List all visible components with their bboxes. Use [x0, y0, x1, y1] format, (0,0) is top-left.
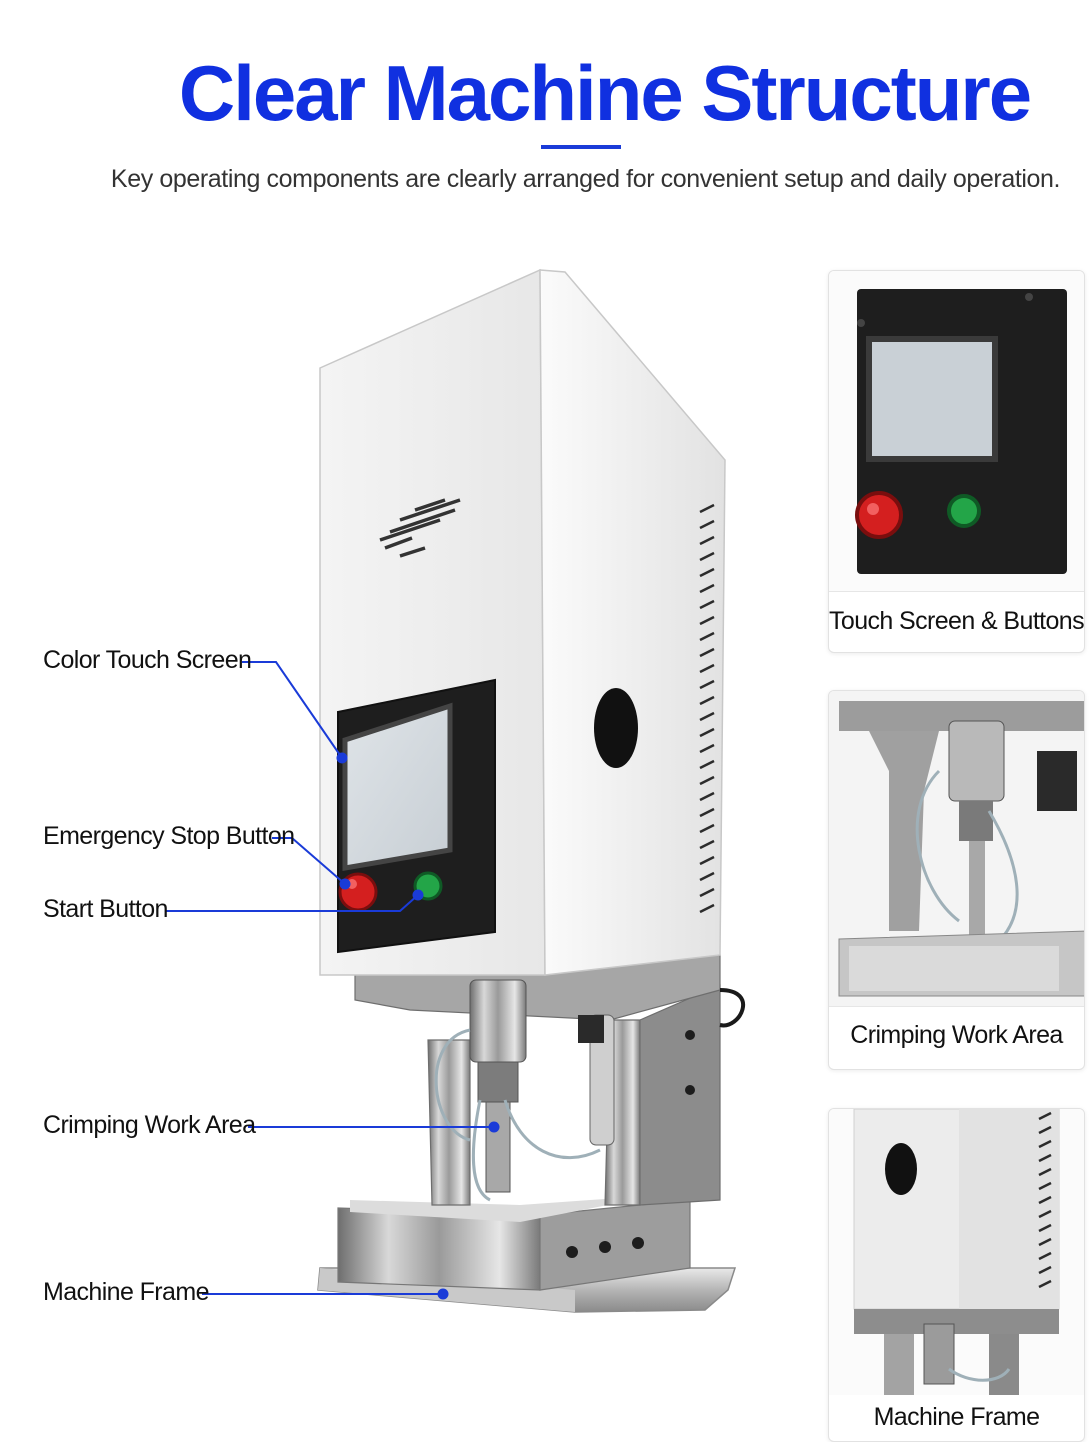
c-frame: [354, 954, 721, 1206]
card-label: Touch Screen & Buttons: [829, 607, 1085, 635]
control-panel: [337, 678, 496, 954]
side-port: [594, 688, 638, 768]
callout-lines: [166, 661, 494, 1295]
callout-emergency-stop-button: Emergency Stop Button: [43, 822, 295, 850]
lower-die-block: [337, 1195, 691, 1291]
title-underline: [541, 145, 621, 149]
page-subtitle: Key operating components are clearly arr…: [110, 165, 1061, 193]
vent-grille: [379, 498, 461, 558]
callout-crimping-work-area: Crimping Work Area: [43, 1111, 256, 1139]
side-vent: [699, 503, 715, 914]
callout-color-touch-screen: Color Touch Screen: [43, 646, 252, 674]
page-title: Clear Machine Structure: [178, 49, 1032, 137]
crimping-area-detail-image: [829, 691, 1084, 1006]
detail-card-crimping-area: Crimping Work Area: [828, 690, 1085, 1070]
callout-machine-frame: Machine Frame: [43, 1278, 209, 1306]
card-label: Crimping Work Area: [850, 1021, 1063, 1049]
callout-dots: [336, 752, 500, 1300]
touch-screen-detail-image: [829, 271, 1084, 591]
card-divider: [829, 591, 1084, 592]
crimping-tool: [434, 979, 745, 1202]
card-divider: [829, 1006, 1084, 1007]
callout-start-button: Start Button: [43, 895, 168, 923]
touch-screen: [342, 702, 453, 871]
detail-card-machine-frame: Machine Frame: [828, 1108, 1085, 1442]
detail-card-touch-screen: Touch Screen & Buttons: [828, 270, 1085, 653]
card-label: Machine Frame: [873, 1403, 1040, 1431]
machine-frame-detail-image: [829, 1109, 1084, 1395]
